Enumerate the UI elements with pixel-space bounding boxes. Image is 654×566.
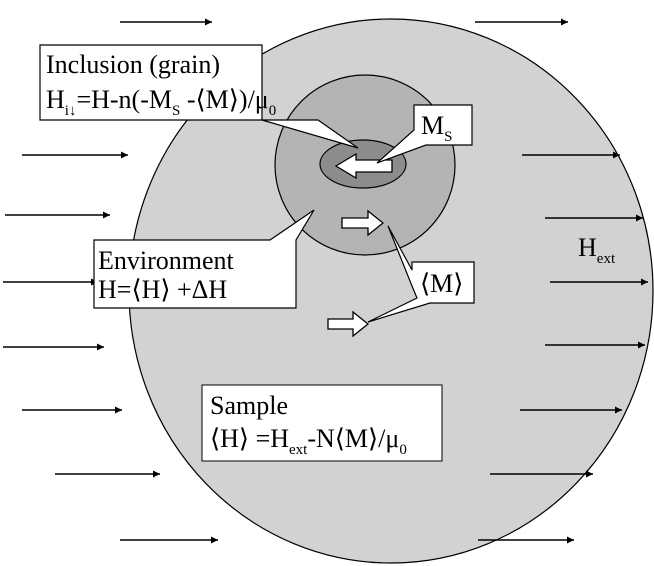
environment-callout: [93, 209, 315, 309]
sample-label-box: [201, 384, 443, 462]
inclusion-title: Inclusion (grain): [46, 50, 220, 79]
m-callout: [367, 225, 475, 323]
sample-title: Sample: [210, 391, 288, 420]
sample-equation: ⟨H⟩ =Hext-N⟨M⟩/μ0: [210, 424, 407, 458]
inclusion-equation: Hi↓=H-n(-MS -⟨M⟩)/μ0: [46, 85, 276, 119]
mean-m-arrow-icon: [327, 310, 370, 338]
environment-equation: H=⟨H⟩ +ΔH: [98, 275, 227, 304]
environment-title: Environment: [98, 246, 235, 275]
hext-label: Hext: [578, 233, 616, 267]
mean-m-arrow-icon: [341, 209, 385, 237]
mean-m-label: ⟨M⟩: [420, 269, 463, 298]
inclusion-callout: [39, 44, 359, 149]
external-field-arrows: [3, 18, 648, 544]
ms-callout: [376, 104, 473, 164]
ms-label: MS: [421, 111, 452, 145]
ms-arrow-icon: [334, 152, 393, 180]
